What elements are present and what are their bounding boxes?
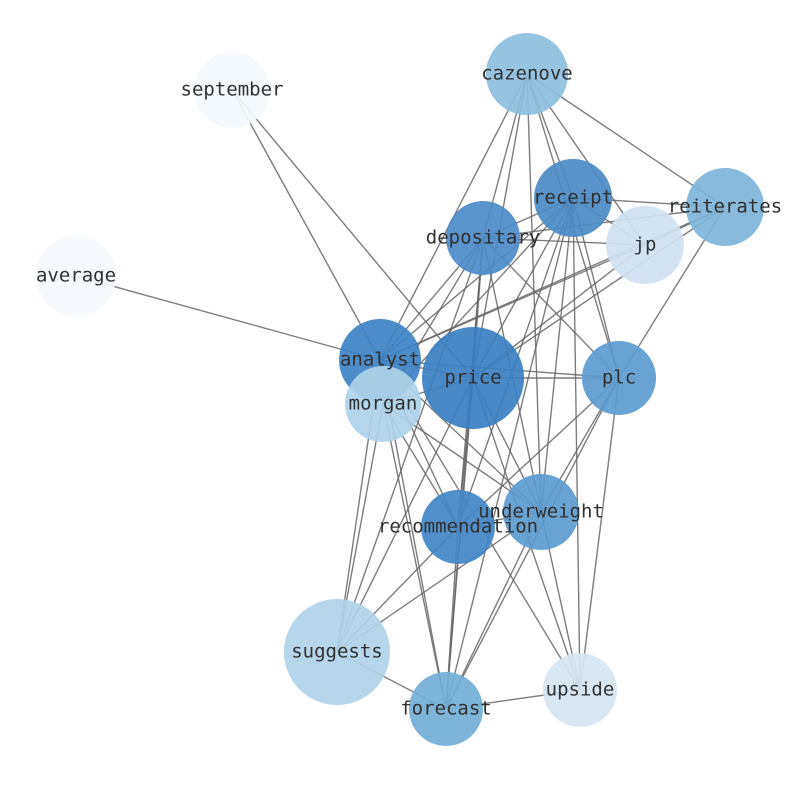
graph-node-receipt[interactable] [534,159,612,237]
graph-node-label-forecast: forecast [400,698,492,720]
graph-node-label-average: average [36,265,116,287]
graph-node-recommendation[interactable] [421,490,495,564]
graph-node-jp[interactable] [606,206,684,284]
graph-node-cazenove[interactable] [486,33,568,115]
graph-node-label-suggests: suggests [291,641,383,663]
graph-node-underweight[interactable] [503,474,579,550]
graph-node-label-morgan: morgan [349,393,418,415]
graph-node-label-analyst: analyst [340,349,420,371]
graph-edge [572,197,581,691]
graph-edge [482,206,726,239]
graph-edge [382,403,447,710]
graph-edge [379,244,646,361]
graph-node-depositary[interactable] [446,201,520,275]
graph-node-label-cazenove: cazenove [481,63,573,85]
graph-node-upside[interactable] [543,653,617,727]
node-layer [36,33,764,746]
graph-node-label-jp: jp [634,234,657,256]
graph-node-label-depositary: depositary [426,227,540,249]
graph-edge [579,377,620,691]
graph-node-morgan[interactable] [345,366,421,442]
graph-node-forecast[interactable] [409,672,483,746]
graph-edge [379,197,574,361]
graph-node-price[interactable] [422,327,524,429]
node-label-layer: september cazenove receipt reiterates deposi… [36,63,782,720]
graph-node-average[interactable] [36,236,116,316]
graph-node-label-receipt: receipt [533,187,613,209]
graph-node-label-price: price [444,367,501,389]
graph-node-label-upside: upside [546,679,615,701]
graph-edge [336,237,484,653]
graph-node-label-underweight: underweight [478,501,604,523]
graph-node-suggests[interactable] [284,599,390,705]
graph-edge [231,89,474,379]
graph-node-label-plc: plc [602,367,636,389]
graph-edge [231,89,381,361]
graph-node-reiterates[interactable] [686,168,764,246]
graph-node-label-recommendation: recommendation [378,516,538,538]
graph-node-label-reiterates: reiterates [668,196,782,218]
graph-edge [75,275,381,361]
graph-node-plc[interactable] [582,341,656,415]
graph-node-september[interactable] [194,52,270,128]
graph-edge [540,197,574,513]
graph-node-label-september: september [181,79,284,101]
